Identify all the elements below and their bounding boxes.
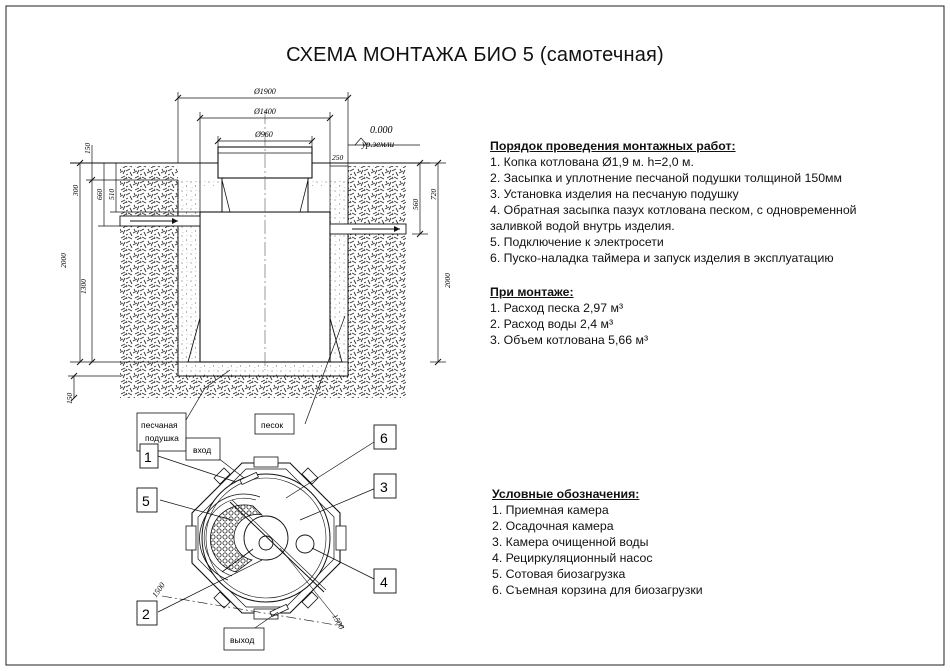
soil-right <box>348 180 406 376</box>
partition-line-2 <box>221 548 254 573</box>
dim-1900: Ø1900 <box>253 87 276 96</box>
work-order-item: 6. Пуско-наладка таймера и запуск издели… <box>490 251 834 265</box>
work-order-item: 5. Подключение к электросети <box>490 235 664 249</box>
dim-1300: 1300 <box>79 279 88 294</box>
plan-view: 1500 1500 1 5 2 6 3 4 вход выход <box>136 424 397 651</box>
dim-510: 510 <box>107 189 116 201</box>
sand-cushion-label-2: подушка <box>145 433 179 443</box>
sand-cushion-label: песчаная <box>141 420 178 430</box>
sheet-border <box>5 5 945 666</box>
legend-item: 4. Рециркуляционный насос <box>492 551 653 565</box>
soil-top-left <box>120 166 178 180</box>
legend-block: Условные обозначения: 1. Приемная камера… <box>492 486 703 598</box>
legend-item: 5. Сотовая биозагрузка <box>492 567 626 581</box>
page-title: СХЕМА МОНТАЖА БИО 5 (самотечная) <box>286 44 664 66</box>
dim-150-bottom: 150 <box>65 393 74 405</box>
dim-960: Ø960 <box>254 130 273 139</box>
inlet-box <box>185 437 221 461</box>
dim-250: 250 <box>332 153 344 162</box>
legend-item: 6. Съемная корзина для биозагрузки <box>492 583 703 597</box>
callout-5: 5 <box>142 493 150 509</box>
pump-circle <box>295 534 315 554</box>
sand-cushion <box>177 361 349 377</box>
install-item: 3. Объем котлована 5,66 м³ <box>490 333 649 347</box>
soil-bottom <box>120 376 406 398</box>
dim-720: 720 <box>429 189 438 201</box>
work-order-item: заливкой водой внутрь изделия. <box>490 219 675 233</box>
callout-2-box <box>136 600 158 626</box>
backfill-sand-right <box>330 180 348 362</box>
work-order-item: 1. Копка котлована Ø1,9 м. h=2,0 м. <box>490 155 694 169</box>
sand-label: песок <box>261 420 283 430</box>
legend-item: 2. Осадочная камера <box>492 519 614 533</box>
outlet-box <box>223 627 265 651</box>
tank-fin-right <box>329 317 343 363</box>
backfill-sand-left <box>178 180 200 362</box>
work-order-item: 3. Установка изделия на песчаную подушку <box>490 187 739 201</box>
ground-level-label: ур.земли <box>361 139 395 149</box>
center-chamber <box>243 515 289 561</box>
callout-4: 4 <box>380 574 388 590</box>
legend-item: 3. Камера очищенной воды <box>492 535 649 549</box>
honeycomb-biofilter <box>210 504 264 573</box>
install-header: При монтаже: <box>490 285 574 299</box>
callout-1-box <box>139 443 159 469</box>
install-item: 1. Расход песка 2,97 м³ <box>490 301 624 315</box>
callout-6-box <box>373 424 397 450</box>
install-block: При монтаже: 1. Расход песка 2,97 м³ 2. … <box>490 284 648 348</box>
plan-inlet-nozzle <box>239 471 259 486</box>
center-hub <box>258 535 274 551</box>
dim-1400: Ø1400 <box>253 107 276 116</box>
outlet-label: выход <box>230 635 254 645</box>
section-view: Ø1900 Ø1400 Ø960 0.000 ур.земли 250 150 … <box>59 87 452 425</box>
soil-top-right <box>348 166 406 180</box>
callout-5-box <box>136 487 158 513</box>
sand-box <box>254 413 295 435</box>
work-order-header: Порядок проведения монтажных работ: <box>490 139 736 153</box>
soil-left <box>120 180 178 376</box>
legend-header: Условные обозначения: <box>492 487 640 501</box>
work-order-block: Порядок проведения монтажных работ: 1. К… <box>490 138 857 266</box>
dim-150-top: 150 <box>83 143 92 155</box>
tank-fin-left <box>187 317 201 363</box>
install-item: 2. Расход воды 2,4 м³ <box>490 317 614 331</box>
inlet-label: вход <box>193 445 211 455</box>
neck-shoulder-left <box>221 179 231 213</box>
dim-2000-right: 2000 <box>443 273 452 288</box>
plan-circle-inner <box>205 477 327 599</box>
section-cut-line <box>161 595 343 627</box>
callout-6: 6 <box>380 430 388 446</box>
callout-2: 2 <box>142 606 150 622</box>
dim-1500-b: 1500 <box>330 613 346 631</box>
level-mark: 0.000 <box>370 125 393 136</box>
work-order-item: 2. Засыпка и уплотнение песчаной подушки… <box>490 171 842 185</box>
legend-item: 1. Приемная камера <box>492 503 609 517</box>
dim-560: 560 <box>411 199 420 211</box>
callout-4-box <box>373 568 397 594</box>
callout-1: 1 <box>144 449 152 465</box>
dim-660: 660 <box>95 189 104 201</box>
section-labels: песчаная подушка песок <box>136 387 295 452</box>
callout-3-box <box>373 473 397 499</box>
callout-3: 3 <box>380 479 388 495</box>
work-order-item: 4. Обратная засыпка пазух котлована песк… <box>490 203 857 217</box>
dim-2000-left: 2000 <box>59 253 68 268</box>
partition-line <box>229 501 325 593</box>
neck-shoulder-right <box>299 179 309 213</box>
dim-300: 300 <box>71 185 80 198</box>
